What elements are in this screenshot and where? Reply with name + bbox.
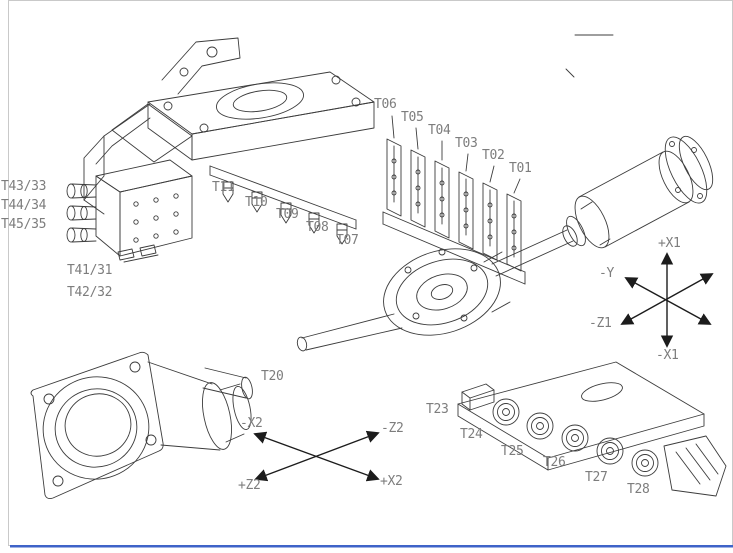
rear-tool-plate <box>457 361 727 497</box>
label-t06: T06 <box>374 97 397 112</box>
label-t41-31: T41/31 <box>67 263 113 278</box>
counter-spindle <box>30 351 253 500</box>
label-t08: T08 <box>306 220 329 235</box>
label-t26: T26 <box>543 455 566 470</box>
label-t27: T27 <box>585 470 608 485</box>
label-t45-35: T45/35 <box>1 217 47 232</box>
mount-bracket-top <box>161 37 241 95</box>
label-t04: T04 <box>428 123 451 138</box>
turret-gearbox <box>296 248 511 352</box>
label-t02: T02 <box>482 148 505 163</box>
axis-cross-main <box>620 252 714 348</box>
label-t03: T03 <box>455 136 478 151</box>
label-t25: T25 <box>501 444 524 459</box>
label-t01: T01 <box>509 161 532 176</box>
label-axis1-minus-z1: -Z1 <box>589 316 612 331</box>
accent-bottom-bar <box>10 545 733 548</box>
label-t20: T20 <box>261 369 284 384</box>
main-spindle-motor <box>491 135 714 277</box>
label-t23: T23 <box>426 402 449 417</box>
left-support-arm <box>83 103 151 215</box>
label-axis1-minus-x1: -X1 <box>656 348 679 363</box>
left-tool-block <box>66 159 193 263</box>
label-t44-34: T44/34 <box>1 198 47 213</box>
label-t43-33: T43/33 <box>1 179 47 194</box>
label-t28: T28 <box>627 482 650 497</box>
label-t24: T24 <box>460 427 483 442</box>
label-t05: T05 <box>401 110 424 125</box>
label-t42-32: T42/32 <box>67 285 113 300</box>
gang-plate-assembly <box>111 71 375 163</box>
page-frame <box>8 0 733 546</box>
drawing-fragment-lines <box>565 34 614 78</box>
label-t09: T09 <box>276 207 299 222</box>
cross-drill-rail <box>209 165 357 245</box>
label-t07: T07 <box>336 233 359 248</box>
label-t10: T10 <box>245 195 268 210</box>
label-axis2-minus-x2: -X2 <box>240 416 263 431</box>
label-axis1-plus-x1: +X1 <box>658 236 681 251</box>
label-axis2-plus-z2: +Z2 <box>238 478 261 493</box>
label-axis1-minus-y: -Y <box>599 266 615 281</box>
label-axis2-plus-x2: +X2 <box>380 474 403 489</box>
label-t11: T11 <box>212 180 235 195</box>
label-axis2-minus-z2: -Z2 <box>381 421 404 436</box>
axis-cross-sub <box>253 430 380 482</box>
